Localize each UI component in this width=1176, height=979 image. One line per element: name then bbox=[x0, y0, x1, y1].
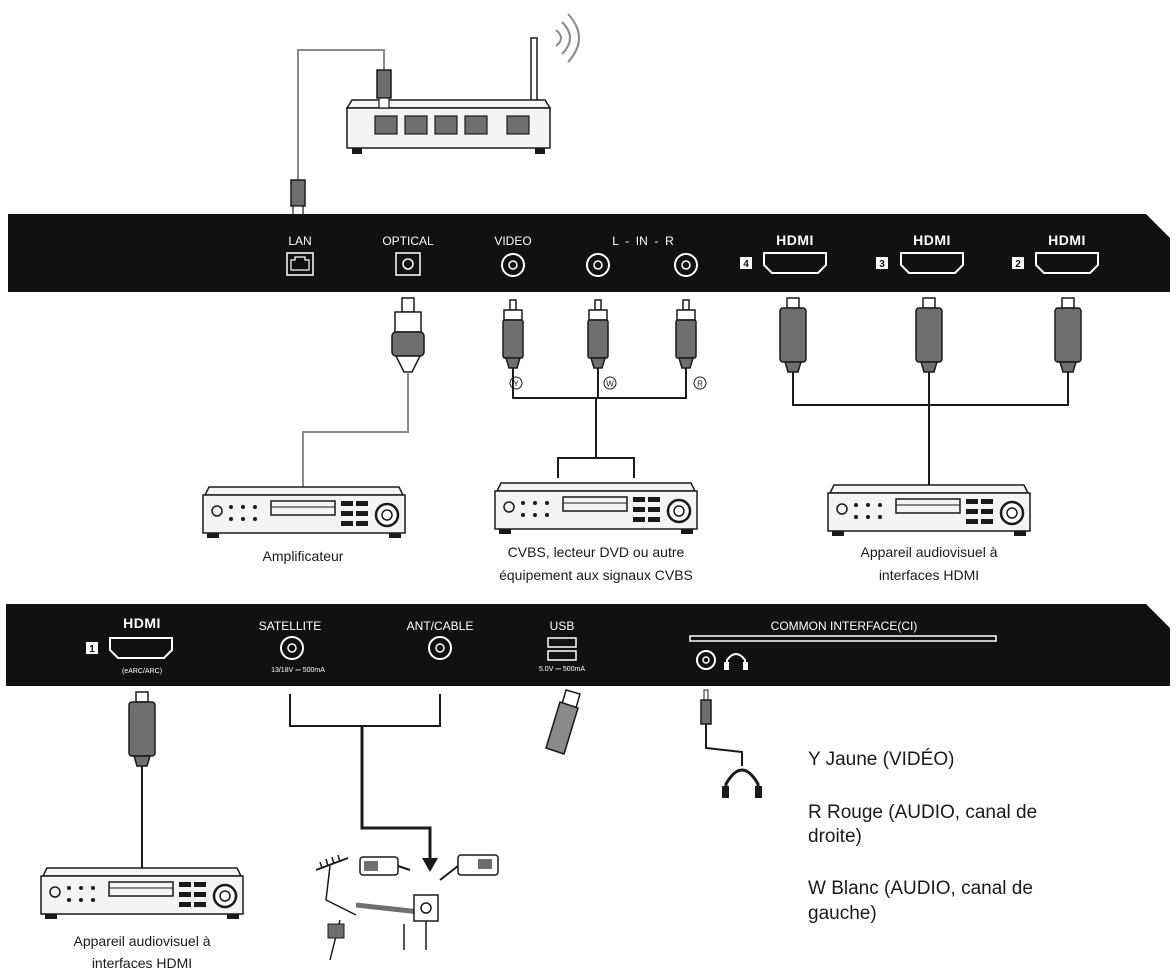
hdmi-4-number-badge bbox=[740, 257, 752, 269]
hdmi-1-number-badge bbox=[86, 642, 98, 654]
hdmi-4-number: 4 bbox=[743, 259, 749, 270]
hdmi-av-device-bottom bbox=[39, 866, 245, 921]
router-wan-port bbox=[506, 115, 530, 135]
hdmi-plug bbox=[1054, 297, 1082, 373]
hdmi-plug bbox=[128, 691, 156, 767]
legend-yellow: Y Jaune (VIDÉO) bbox=[808, 749, 954, 770]
optical-cable bbox=[302, 297, 425, 487]
port-label-optical: OPTICAL bbox=[382, 234, 434, 248]
rear-panel-top: LAN OPTICAL VIDEO L - IN - R HDMI bbox=[8, 214, 1170, 292]
rca-plug-red bbox=[675, 299, 697, 369]
headphone-port-icon bbox=[724, 653, 748, 670]
audio-l-port-icon bbox=[586, 253, 610, 277]
rca-plug-white bbox=[587, 299, 609, 369]
rj45-plug bbox=[376, 69, 392, 99]
hdmi-2-number: 2 bbox=[1015, 259, 1021, 270]
hdmi-2-number-badge bbox=[1012, 257, 1024, 269]
usb-port-icon bbox=[547, 637, 577, 661]
hdmi-device-top-caption-line2: interfaces HDMI bbox=[879, 567, 979, 583]
hdmi-3-number-badge bbox=[876, 257, 888, 269]
satellite-port-icon bbox=[280, 636, 304, 660]
audio-r-port-icon bbox=[674, 253, 698, 277]
antenna-splitter-illustration bbox=[315, 854, 499, 961]
cvbs-caption-line2: équipement aux signaux CVBS bbox=[499, 567, 693, 583]
cvbs-caption-line1: CVBS, lecteur DVD ou autre bbox=[508, 544, 685, 560]
port-label-satellite: SATELLITE bbox=[259, 619, 321, 633]
port-label-ci: COMMON INTERFACE(CI) bbox=[771, 619, 918, 633]
router-lan-port bbox=[434, 115, 458, 135]
splitter bbox=[413, 894, 439, 922]
legend-white-line1: W Blanc (AUDIO, canal de bbox=[808, 878, 1033, 899]
antenna-cable bbox=[289, 694, 441, 872]
router bbox=[345, 13, 580, 154]
hdmi-av-device-top bbox=[826, 483, 1032, 538]
hdmi-logo: HDMI bbox=[776, 232, 814, 248]
router-lan-port bbox=[464, 115, 488, 135]
legend-red-line1: R Rouge (AUDIO, canal de bbox=[808, 802, 1037, 823]
optical-port-icon bbox=[395, 252, 421, 276]
wifi-icon bbox=[555, 13, 580, 63]
rca-plug-yellow bbox=[502, 299, 524, 369]
hdmi-device-bottom-caption-line1: Appareil audiovisuel à bbox=[74, 933, 211, 949]
router-lan-port bbox=[404, 115, 428, 135]
hdmi-plug bbox=[779, 297, 807, 373]
lan-port-icon bbox=[286, 252, 314, 276]
usb-spec: 5.0V ⎓ 500mA bbox=[539, 666, 585, 673]
router-lan-port bbox=[374, 115, 398, 135]
headphone-cable bbox=[700, 689, 743, 766]
hdmi-cable-bottom bbox=[128, 691, 156, 868]
plug-marker-r: R bbox=[697, 380, 703, 389]
hdmi-1-number: 1 bbox=[89, 644, 95, 655]
satellite-spec: 13/18V ⎓ 500mA bbox=[271, 667, 325, 674]
antenna-icon bbox=[315, 854, 357, 916]
color-legend: Y Jaune (VIDÉO) R Rouge (AUDIO, canal de… bbox=[808, 749, 1037, 924]
hdmi-cables-top bbox=[779, 297, 1082, 485]
rca-cables: Y W R bbox=[502, 299, 707, 478]
port-label-usb: USB bbox=[550, 619, 575, 633]
rear-panel-bottom: HDMI 1 (eARC/ARC) SATELLITE 13/18V ⎓ 500… bbox=[6, 604, 1170, 686]
hdmi-logo: HDMI bbox=[1048, 232, 1086, 248]
ant-cable-port-icon bbox=[428, 636, 452, 660]
plug-marker-w: W bbox=[606, 380, 614, 389]
plug-marker-y: Y bbox=[513, 380, 519, 389]
port-label-video: VIDEO bbox=[494, 234, 531, 248]
hdmi-logo: HDMI bbox=[913, 232, 951, 248]
headphones-icon bbox=[722, 768, 762, 798]
av-jack-port-icon bbox=[696, 650, 716, 670]
amplifier-device bbox=[201, 485, 407, 540]
cvbs-dvd-device bbox=[493, 481, 699, 536]
rj45-plug bbox=[290, 179, 306, 207]
ci-slot bbox=[689, 635, 997, 642]
hdmi-1-earc-note: (eARC/ARC) bbox=[122, 668, 162, 675]
port-label-audio-in: L - IN - R bbox=[612, 234, 674, 248]
usb-stick-icon bbox=[545, 689, 581, 755]
hdmi-plug bbox=[915, 297, 943, 373]
legend-red-line2: droite) bbox=[808, 826, 862, 847]
hdmi-3-number: 3 bbox=[879, 259, 885, 270]
video-port-icon bbox=[501, 253, 525, 277]
hdmi-device-bottom-caption-line2: interfaces HDMI bbox=[92, 955, 192, 971]
router-antenna bbox=[530, 37, 538, 109]
port-label-lan: LAN bbox=[288, 234, 311, 248]
port-label-ant-cable: ANT/CABLE bbox=[407, 619, 474, 633]
hdmi-device-top-caption-line1: Appareil audiovisuel à bbox=[861, 544, 998, 560]
amplifier-caption: Amplificateur bbox=[263, 548, 344, 564]
lan-cable bbox=[290, 49, 392, 217]
legend-white-line2: gauche) bbox=[808, 903, 877, 924]
hdmi-logo: HDMI bbox=[123, 615, 161, 631]
